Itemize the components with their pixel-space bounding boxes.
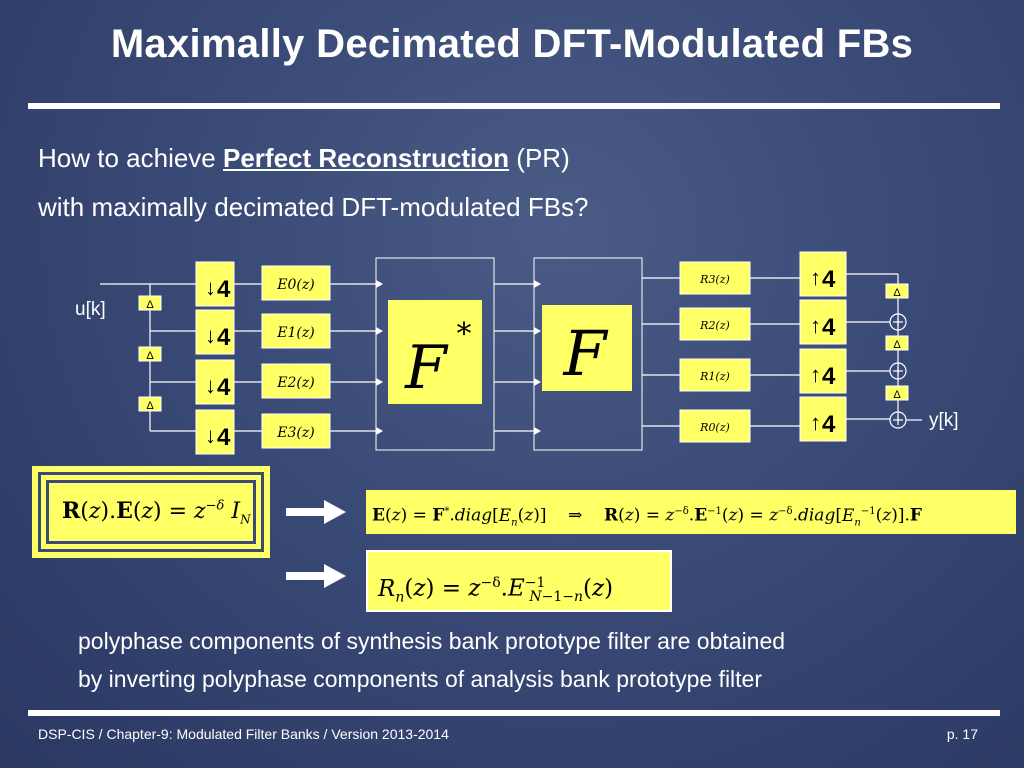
intro-text: How to achieve <box>38 143 223 173</box>
svg-text:↑: ↑ <box>810 313 821 338</box>
analysis-block-label: E0(z) <box>276 277 314 293</box>
caption-line-2: by inverting polyphase components of ana… <box>78 666 763 692</box>
box-border <box>38 472 264 552</box>
f-block: F <box>533 257 643 451</box>
svg-text:↑: ↑ <box>810 410 821 435</box>
svg-text:↓: ↓ <box>205 275 216 300</box>
analysis-block-label: E3(z) <box>276 425 314 441</box>
synthesis-components-equation: Rn(z) = z−δ.E−1N−1−n(z) <box>366 550 672 612</box>
synthesis-block-label: R1(z) <box>699 370 730 383</box>
svg-text:4: 4 <box>822 411 836 438</box>
page-number: p. 17 <box>946 726 978 742</box>
slide-title: Maximally Decimated DFT-Modulated FBs <box>110 22 914 66</box>
intro-suffix: (PR) <box>509 143 570 173</box>
analysis-block-label: E1(z) <box>276 325 314 341</box>
intro-emphasis: Perfect Reconstruction <box>222 143 510 173</box>
downsamplers: ↓ 4 ↓ 4 ↓ 4 ↓ 4 <box>195 261 235 455</box>
svg-text:↓: ↓ <box>205 373 216 398</box>
upsamplers: ↑ 4 ↑ 4 ↑ 4 ↑ 4 <box>799 251 847 442</box>
fstar-superscript: * <box>457 317 472 352</box>
delay-symbol: Δ <box>893 389 901 401</box>
synthesis-block-label: R3(z) <box>699 273 730 286</box>
synthesis-block-label: R0(z) <box>699 421 730 434</box>
arrow-right-icon <box>286 564 346 588</box>
analysis-block-label: E2(z) <box>276 375 314 391</box>
fstar-label: F <box>404 333 449 403</box>
input-label: u[k] <box>75 299 106 320</box>
svg-text:4: 4 <box>822 314 836 341</box>
svg-text:4: 4 <box>217 324 231 351</box>
svg-text:4: 4 <box>217 424 231 451</box>
svg-text:↑: ↑ <box>810 362 821 387</box>
svg-text:↓: ↓ <box>205 323 216 348</box>
analysis-matrix-equation: E(z) = F*.diag[En(z)] ⇒ R(z) = z−δ.E−1(z… <box>366 490 1016 534</box>
pr-condition-box: R(z).E(z) = z−δ IN <box>32 466 270 558</box>
arrow-right-icon <box>286 500 346 524</box>
input-delays: Δ Δ Δ <box>138 295 162 412</box>
delay-symbol: Δ <box>146 400 154 412</box>
intro-line-2: with maximally decimated DFT-modulated F… <box>38 192 589 222</box>
synthesis-block-label: R2(z) <box>699 319 730 332</box>
fstar-block: F * <box>375 257 495 451</box>
output-label: y[k] <box>929 410 959 431</box>
synthesis-polyphase-blocks: R3(z) R2(z) R1(z) R0(z) <box>679 261 751 443</box>
footer-course-info: DSP-CIS / Chapter-9: Modulated Filter Ba… <box>38 726 449 742</box>
delay-symbol: Δ <box>146 299 154 311</box>
svg-text:↓: ↓ <box>205 423 216 448</box>
summing-nodes <box>889 313 907 429</box>
intro-line-1: How to achieve Perfect Reconstruction (P… <box>38 143 570 174</box>
pr-condition-equation: R(z).E(z) = z−δ IN <box>62 498 251 527</box>
analysis-polyphase-blocks: E0(z) E1(z) E2(z) E3(z) <box>261 265 331 449</box>
title-divider <box>28 103 1000 109</box>
delay-symbol: Δ <box>893 339 901 351</box>
svg-text:4: 4 <box>822 266 836 293</box>
svg-text:4: 4 <box>217 374 231 401</box>
footer-divider <box>28 710 1000 716</box>
svg-text:4: 4 <box>822 363 836 390</box>
box-border <box>46 480 256 544</box>
delay-symbol: Δ <box>893 287 901 299</box>
caption-line-1: polyphase components of synthesis bank p… <box>78 628 786 654</box>
svg-text:↑: ↑ <box>810 265 821 290</box>
f-label: F <box>562 317 608 390</box>
output-delays: Δ Δ Δ <box>885 283 909 401</box>
svg-text:4: 4 <box>217 276 231 303</box>
delay-symbol: Δ <box>146 350 154 362</box>
